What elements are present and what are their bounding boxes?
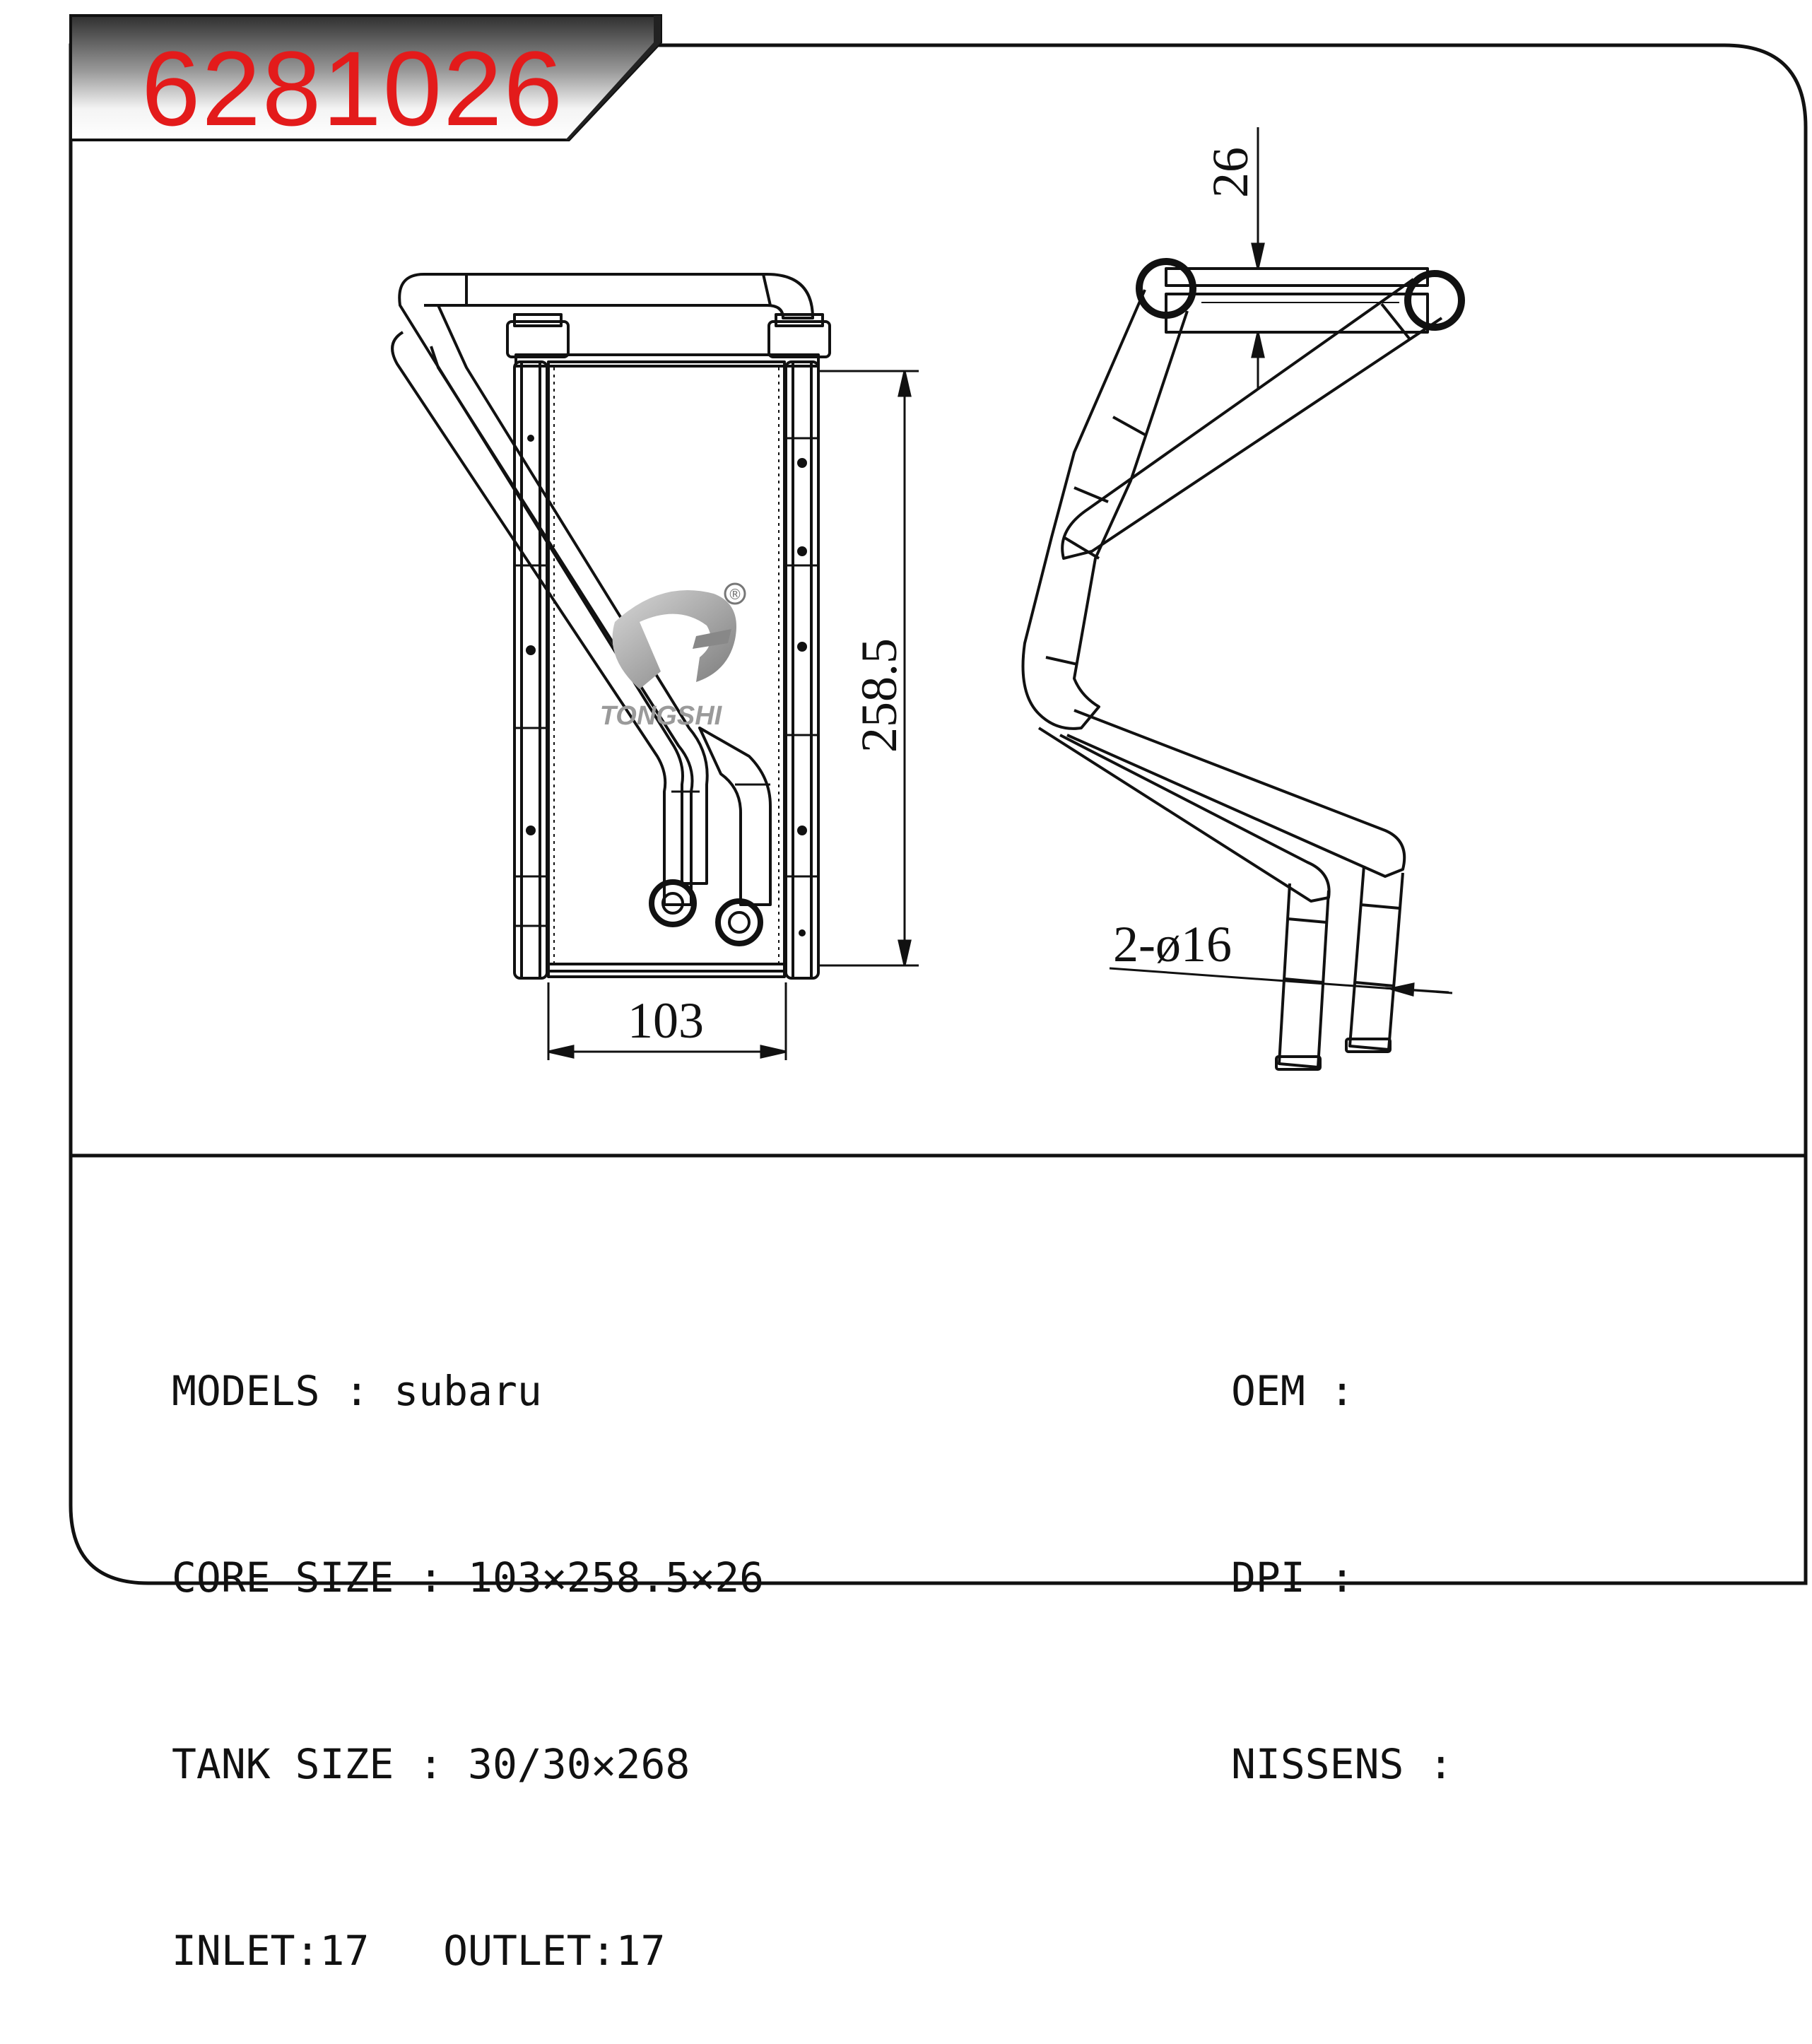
dimension-pipe-label: 2-ø16	[1113, 916, 1232, 973]
logo-brand-text: TONGSHI	[600, 701, 723, 731]
spec-dpi: DPI :	[1231, 1553, 1355, 1602]
dimension-height	[820, 370, 919, 967]
dimension-depth-label: 26	[1202, 147, 1259, 198]
dimension-height-label: 258.5	[851, 638, 907, 753]
outlet-fitting-front	[715, 898, 763, 946]
drawing-sheet: ® TONGSHI 258.5 103	[69, 14, 1808, 1585]
spec-nissens: NISSENS :	[1231, 1740, 1454, 1788]
diagonal-pipe-inner	[391, 331, 694, 906]
specs-right: OEM : DPI : NISSENS :	[1231, 1235, 1453, 1857]
dimension-width	[547, 982, 787, 1060]
dimension-depth	[1251, 127, 1265, 389]
spec-inlet-outlet: INLET:17 OUTLET:17	[172, 1927, 666, 1975]
dimension-pipe-diameter	[1109, 967, 1453, 997]
top-pipe	[424, 273, 814, 319]
side-top-tank	[1165, 267, 1429, 287]
diagonal-pipe-outer	[398, 273, 709, 885]
spec-oem: OEM :	[1231, 1367, 1355, 1415]
part-number: 6281026	[141, 29, 564, 148]
inlet-fitting-front	[649, 879, 697, 927]
spec-core-size: CORE SIZE : 103✕258.5✕26	[172, 1553, 765, 1602]
side-outlet-2	[1348, 865, 1404, 1051]
side-pipe-lower	[1066, 709, 1406, 878]
right-tank	[784, 360, 820, 980]
frame-border	[69, 43, 1808, 1585]
dimension-width-label: 103	[628, 992, 704, 1049]
side-pipe-diagonal	[1061, 278, 1443, 560]
spec-models: MODELS : subaru	[172, 1367, 542, 1415]
front-view	[391, 273, 831, 980]
logo-registered-mark: ®	[728, 586, 742, 603]
side-outlet-1	[1278, 883, 1330, 1069]
brand-logo: ® TONGSHI	[600, 582, 746, 731]
side-pipe-left	[1021, 289, 1189, 730]
spec-tank-size: TANK SIZE : 30/30✕268	[172, 1740, 690, 1788]
core	[547, 360, 786, 973]
side-view	[1021, 258, 1465, 1071]
specs-left: MODELS : subaru CORE SIZE : 103✕258.5✕26…	[172, 1235, 764, 2044]
